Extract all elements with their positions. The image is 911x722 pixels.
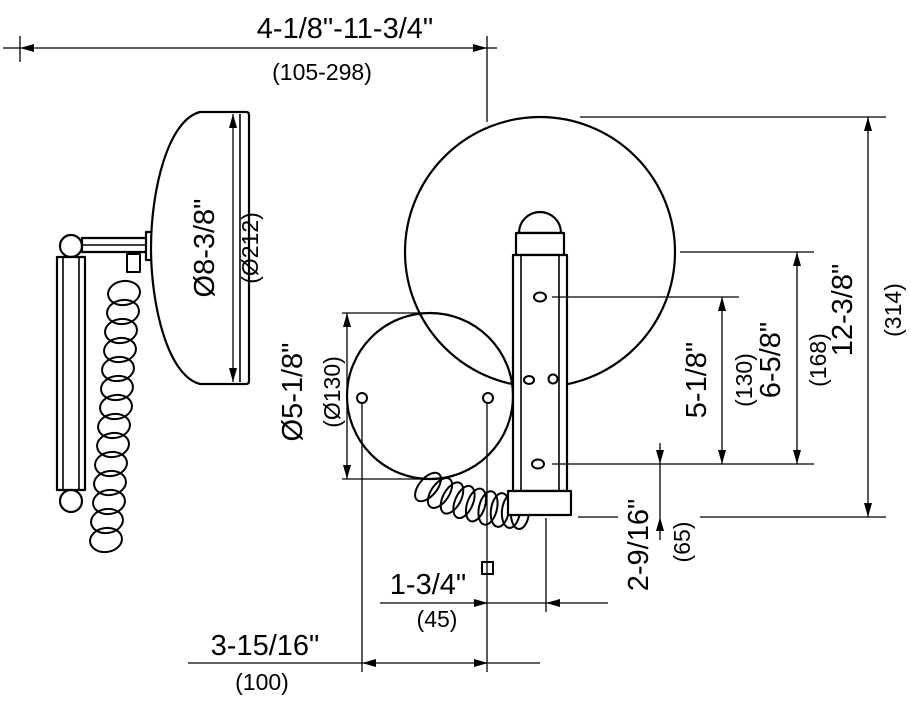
- dim-mirror-diameter-in: Ø8-3/8": [189, 199, 221, 298]
- dim-hole-spacing-horizontal-mm: (100): [235, 669, 289, 695]
- dim-hole-to-center-mm: (45): [417, 606, 458, 632]
- wall-bracket: [55, 255, 87, 492]
- bar-hole-middle-right: [547, 373, 559, 385]
- plate-screw-hole-left: [356, 392, 368, 404]
- coiled-cord-side: [89, 279, 141, 554]
- dim-plate-diameter-mm: (Ø130): [319, 356, 345, 428]
- dim-overall-height-in: 12-3/8": [827, 264, 859, 357]
- dim-extension-range-in: 4-1/8"-11-3/4": [257, 13, 433, 45]
- dim-overall-height-mm: (314): [880, 283, 906, 337]
- dim-hole-to-center-in: 1-3/4": [390, 569, 466, 601]
- dim-hole-spacing-horizontal-in: 3-15/16": [211, 630, 320, 662]
- dim-center-to-hole-in: 6-5/8": [755, 322, 787, 398]
- dim-plate-diameter-in: Ø5-1/8": [277, 343, 309, 442]
- bar-hole-top: [533, 291, 547, 303]
- bracket-bottom-roller: [58, 488, 84, 514]
- front-view: [345, 115, 677, 575]
- bar-hole-middle: [523, 375, 535, 385]
- coiled-cord-front: [414, 471, 531, 530]
- side-view: [55, 110, 251, 554]
- bracket-top-roller: [58, 233, 84, 259]
- bar-bottom-cap: [506, 489, 573, 517]
- bar-top-nut: [514, 231, 566, 257]
- bar-hole-bottom: [531, 458, 545, 470]
- dim-hole-spacing-vertical-in: 5-1/8": [681, 342, 713, 418]
- dimension-lines: [3, 36, 886, 672]
- cord-connector: [126, 253, 141, 273]
- mirror-side-view: [149, 110, 251, 386]
- mounting-bar: [506, 210, 573, 517]
- dim-hole-spacing-vertical-mm: (130): [731, 353, 757, 407]
- dim-bottom-offset-mm: (65): [669, 522, 695, 563]
- dim-extension-range-mm: (105-298): [272, 59, 372, 85]
- bar-top-dome: [517, 210, 563, 235]
- dim-bottom-offset-in: 2-9/16": [623, 499, 655, 592]
- dim-mirror-diameter-mm: (Ø212): [237, 212, 263, 284]
- dimension-labels: 4-1/8"-11-3/4" (105-298) Ø8-3/8" (Ø212) …: [189, 13, 906, 695]
- plate-screw-hole-right: [482, 392, 494, 404]
- dim-center-to-hole-mm: (168): [805, 333, 831, 387]
